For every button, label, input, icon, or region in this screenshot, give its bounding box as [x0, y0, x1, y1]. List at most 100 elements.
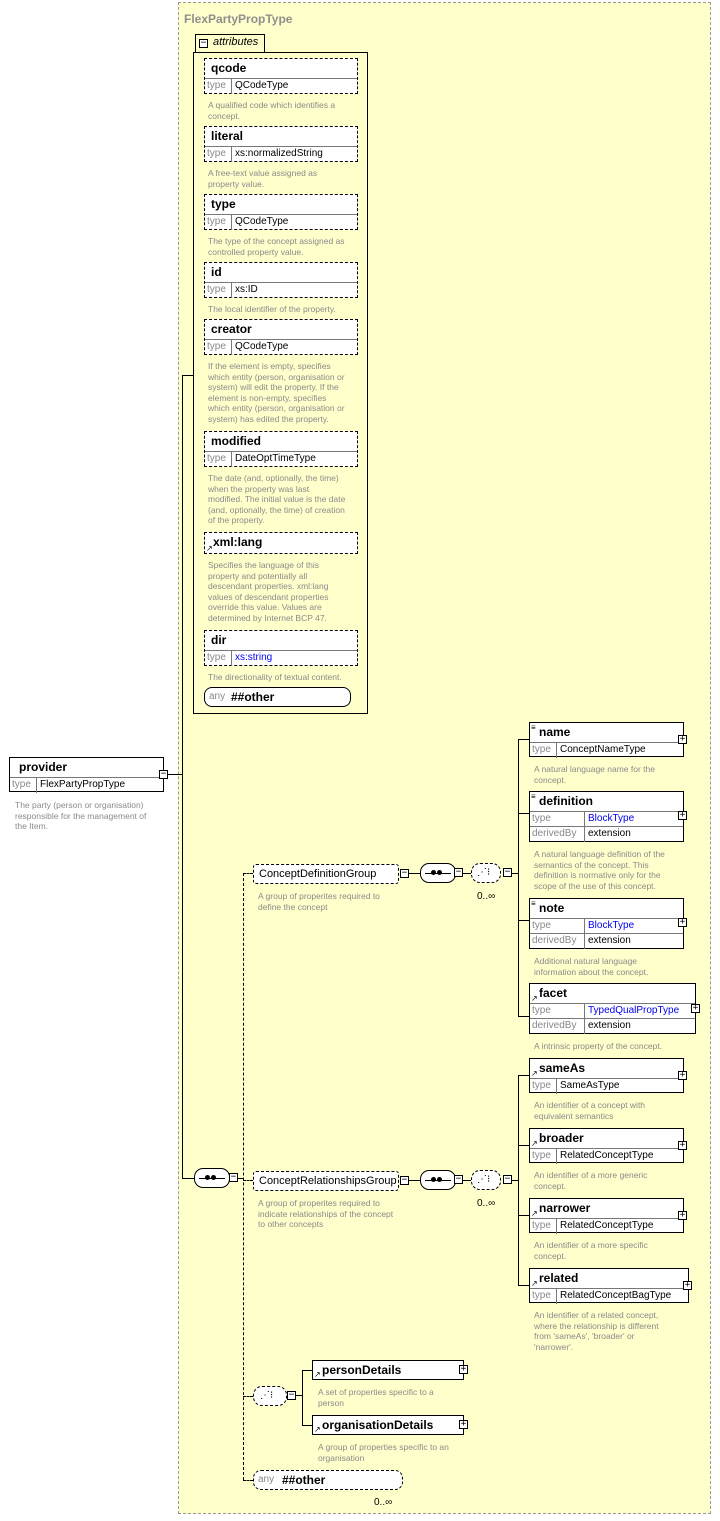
minus-box-icon[interactable]: −: [400, 868, 409, 878]
attribute-any-wildcard[interactable]: any ##other: [204, 687, 351, 707]
attribute-name: dir: [211, 633, 227, 647]
connector-line: [518, 1145, 529, 1146]
concept-definition-group[interactable]: ConceptDefinitionGroup: [253, 864, 399, 884]
plus-box-icon[interactable]: +: [678, 1210, 687, 1220]
attribute-doc: The local identifier of the property.: [208, 304, 336, 314]
connector-line: [243, 873, 244, 1480]
connector-line: [243, 1180, 253, 1181]
plus-box-icon[interactable]: +: [459, 1419, 468, 1429]
minus-box-icon[interactable]: −: [199, 38, 208, 48]
occurrence-label: 0..∞: [477, 1198, 496, 1209]
minus-box-icon[interactable]: −: [287, 1390, 296, 1400]
plus-box-icon[interactable]: +: [459, 1364, 468, 1374]
plus-box-icon[interactable]: +: [678, 1070, 687, 1080]
connector-line: [518, 1215, 529, 1216]
connector-line: [409, 1180, 420, 1181]
complex-type-title: FlexPartyPropType: [184, 12, 293, 26]
minus-box-icon[interactable]: −: [454, 1174, 463, 1184]
connector-line: [518, 813, 529, 814]
attribute-name: literal: [211, 129, 244, 143]
connector-line: [512, 1180, 518, 1181]
plus-box-icon[interactable]: +: [691, 1003, 700, 1013]
element-any-wildcard[interactable]: any ##other: [253, 1470, 403, 1490]
sequence-compositor-icon[interactable]: [420, 1170, 456, 1190]
connector-line: [512, 873, 518, 874]
attribute-xml-lang[interactable]: ↗ xml:lang: [204, 532, 358, 554]
connector-line: [243, 1480, 253, 1481]
choice-compositor-icon[interactable]: ⋰⁝: [471, 863, 501, 883]
sequence-compositor-icon[interactable]: [420, 863, 456, 883]
connector-line: [296, 1395, 302, 1396]
minus-box-icon[interactable]: −: [229, 1172, 238, 1182]
connector-line: [518, 1285, 529, 1286]
sequence-compositor-icon[interactable]: [194, 1168, 230, 1188]
element-organisationdetails[interactable]: ↗ organisationDetails: [312, 1415, 464, 1435]
choice-compositor-icon[interactable]: ⋰⁝: [471, 1170, 501, 1190]
attributes-tab[interactable]: [195, 34, 265, 52]
minus-box-icon[interactable]: −: [400, 1175, 409, 1185]
minus-box-icon[interactable]: −: [503, 867, 512, 877]
minus-box-icon[interactable]: −: [159, 769, 168, 779]
connector-line: [238, 1178, 244, 1179]
attributes-panel: [193, 52, 368, 714]
connector-line: [302, 1425, 312, 1426]
attribute-doc: The directionality of textual content.: [208, 672, 342, 682]
attribute-name: id: [211, 265, 222, 279]
concept-relationships-group[interactable]: ConceptRelationshipsGroup: [253, 1171, 399, 1191]
plus-box-icon[interactable]: +: [678, 734, 687, 744]
connector-line: [518, 920, 529, 921]
element-doc: A intrinsic property of the concept.: [534, 1041, 663, 1051]
plus-box-icon[interactable]: +: [678, 917, 687, 927]
plus-box-icon[interactable]: +: [678, 810, 687, 820]
element-reference-arrow-icon: ≡: [531, 723, 536, 732]
minus-box-icon[interactable]: −: [503, 1174, 512, 1184]
minus-box-icon[interactable]: −: [454, 867, 463, 877]
plus-box-icon[interactable]: +: [678, 1140, 687, 1150]
connector-line: [463, 873, 471, 874]
connector-line: [518, 1016, 529, 1017]
connector-line: [243, 873, 253, 874]
attribute-name: creator: [211, 322, 252, 336]
choice-compositor-icon[interactable]: ⋰⁝: [253, 1386, 287, 1406]
element-name: provider: [19, 760, 68, 774]
attribute-name: xml:lang: [213, 535, 263, 549]
element-persondetails[interactable]: ↗ personDetails: [312, 1360, 464, 1380]
occurrence-label: 0..∞: [477, 891, 496, 902]
connector-line: [243, 1396, 253, 1397]
plus-box-icon[interactable]: +: [683, 1280, 692, 1290]
